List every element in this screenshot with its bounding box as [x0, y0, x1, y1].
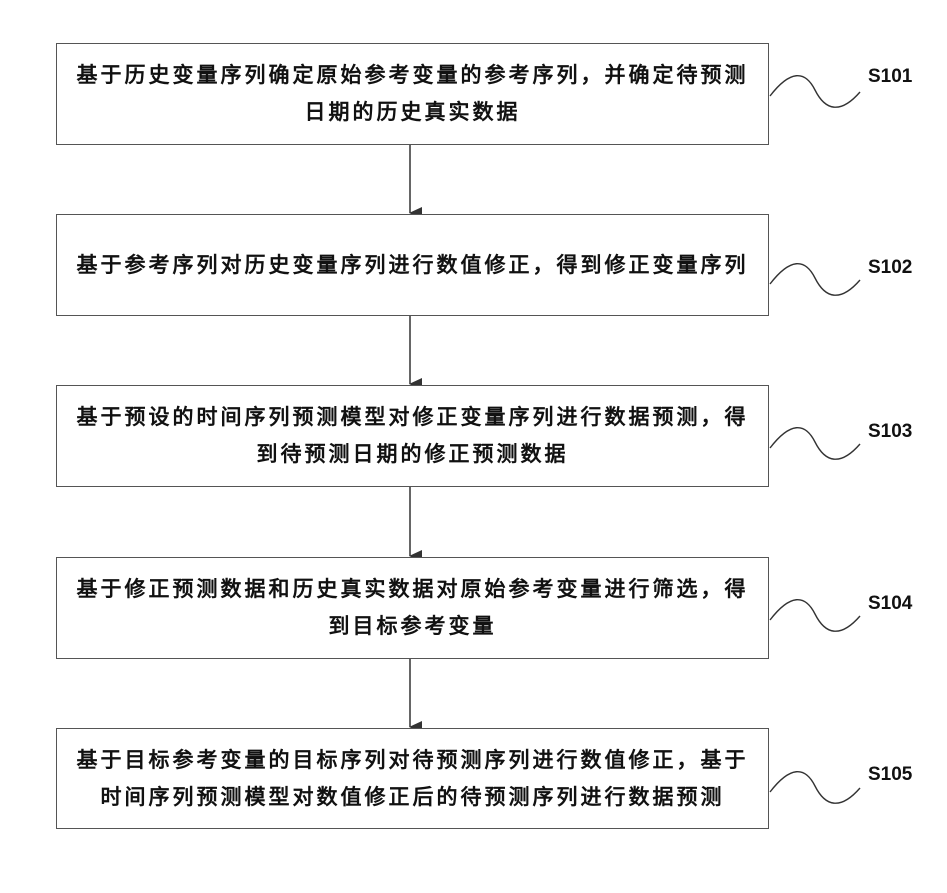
- leader-s104: [770, 600, 860, 632]
- leader-s103: [770, 428, 860, 460]
- step-box-s101: 基于历史变量序列确定原始参考变量的参考序列，并确定待预测日期的历史真实数据: [56, 43, 769, 145]
- step-label-s105: S105: [868, 764, 912, 786]
- step-label-s102: S102: [868, 257, 912, 279]
- step-label-s104: S104: [868, 593, 912, 615]
- step-box-s102: 基于参考序列对历史变量序列进行数值修正，得到修正变量序列: [56, 214, 769, 316]
- step-text-s101: 基于历史变量序列确定原始参考变量的参考序列，并确定待预测日期的历史真实数据: [57, 57, 768, 131]
- step-box-s104: 基于修正预测数据和历史真实数据对原始参考变量进行筛选，得到目标参考变量: [56, 557, 769, 659]
- leader-s105: [770, 772, 860, 804]
- step-text-s104: 基于修正预测数据和历史真实数据对原始参考变量进行筛选，得到目标参考变量: [57, 571, 768, 645]
- step-text-s102: 基于参考序列对历史变量序列进行数值修正，得到修正变量序列: [67, 247, 759, 284]
- step-box-s103: 基于预设的时间序列预测模型对修正变量序列进行数据预测，得到待预测日期的修正预测数…: [56, 385, 769, 487]
- step-text-s103: 基于预设的时间序列预测模型对修正变量序列进行数据预测，得到待预测日期的修正预测数…: [57, 399, 768, 473]
- step-label-s103: S103: [868, 421, 912, 443]
- leader-s102: [770, 264, 860, 296]
- leader-s101: [770, 76, 860, 108]
- step-label-s101: S101: [868, 66, 912, 88]
- step-text-s105: 基于目标参考变量的目标序列对待预测序列进行数值修正，基于时间序列预测模型对数值修…: [57, 742, 768, 816]
- step-box-s105: 基于目标参考变量的目标序列对待预测序列进行数值修正，基于时间序列预测模型对数值修…: [56, 728, 769, 829]
